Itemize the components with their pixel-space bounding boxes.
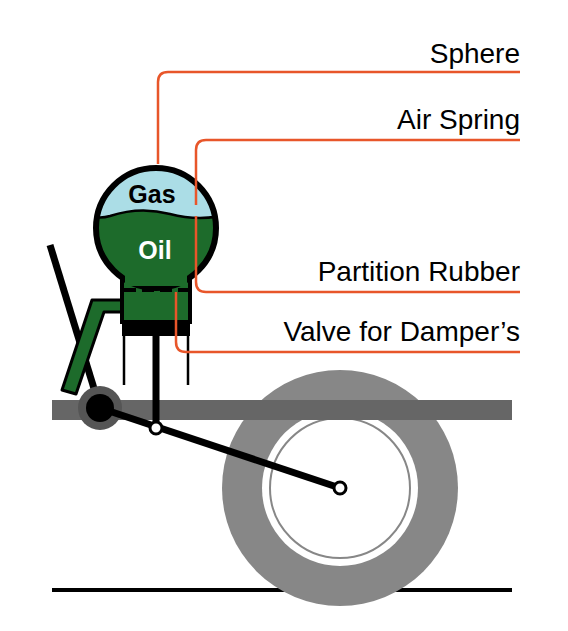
piston-rod [153,334,160,430]
part-label: Valve for Damper’s [283,318,520,346]
rim [262,410,418,566]
damper-valve [124,288,188,292]
sphere-shell [96,168,216,288]
part-label: Air Spring [397,106,520,134]
gas-label: Gas [128,182,175,207]
leader-line [196,140,520,205]
partition-rubber [90,210,230,218]
wheel-hub [334,482,346,494]
leader-line [158,72,520,164]
part-label: Partition Rubber [318,258,520,286]
piston-block [122,322,190,336]
oil-label: Oil [138,238,171,263]
oil-fill [90,160,230,300]
cylinder-wall [187,334,190,385]
neck-join [125,270,187,286]
mount-arm [62,300,124,394]
cylinder-wall [123,334,126,385]
swing-arm [100,408,340,488]
leader-line [196,216,520,292]
rod-joint [150,422,162,434]
rim-ring [270,418,410,558]
sphere-neck [122,270,190,322]
leader-line [176,292,520,352]
part-label: Sphere [430,40,520,68]
